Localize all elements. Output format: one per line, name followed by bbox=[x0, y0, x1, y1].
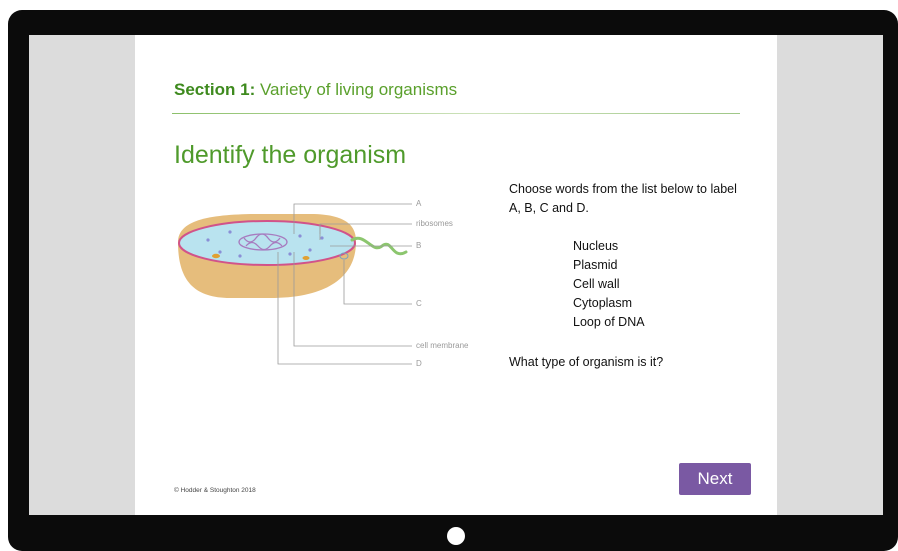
granules bbox=[212, 253, 310, 260]
instructions-text: Choose words from the list below to labe… bbox=[509, 182, 737, 215]
plasmid bbox=[339, 252, 349, 260]
page-title: Identify the organism bbox=[174, 141, 407, 169]
list-item: Cell wall bbox=[573, 277, 620, 291]
label-b: B bbox=[416, 241, 422, 250]
cell-membrane-outline bbox=[178, 220, 356, 266]
list-item: Nucleus bbox=[573, 239, 619, 253]
bacterial-cell-diagram: A ribosomes B C cell membrane D bbox=[160, 180, 500, 380]
section-title: Section 1: Variety of living organisms bbox=[174, 80, 457, 100]
list-item: Cytoplasm bbox=[573, 296, 633, 310]
next-button[interactable]: Next bbox=[679, 463, 751, 495]
power-button-icon[interactable] bbox=[447, 527, 465, 545]
ribosome-dots bbox=[206, 230, 324, 258]
dna-loop bbox=[238, 233, 288, 251]
question-text: What type of organism is it? bbox=[509, 355, 664, 369]
label-ribosomes: ribosomes bbox=[416, 219, 453, 228]
label-cell-membrane: cell membrane bbox=[416, 341, 469, 350]
list-item: Loop of DNA bbox=[573, 315, 645, 329]
list-item: Plasmid bbox=[573, 258, 618, 272]
section-prefix: Section 1: bbox=[174, 80, 256, 99]
cell-illustration bbox=[178, 203, 412, 365]
section-divider bbox=[172, 113, 740, 114]
label-lines bbox=[277, 203, 412, 365]
word-list: Nucleus Plasmid Cell wall Cytoplasm Loop… bbox=[573, 237, 645, 332]
label-a: A bbox=[416, 199, 422, 208]
label-c: C bbox=[416, 299, 422, 308]
label-d: D bbox=[416, 359, 422, 368]
section-name: Variety of living organisms bbox=[259, 80, 458, 99]
copyright-notice: © Hodder & Stoughton 2018 bbox=[174, 487, 256, 494]
